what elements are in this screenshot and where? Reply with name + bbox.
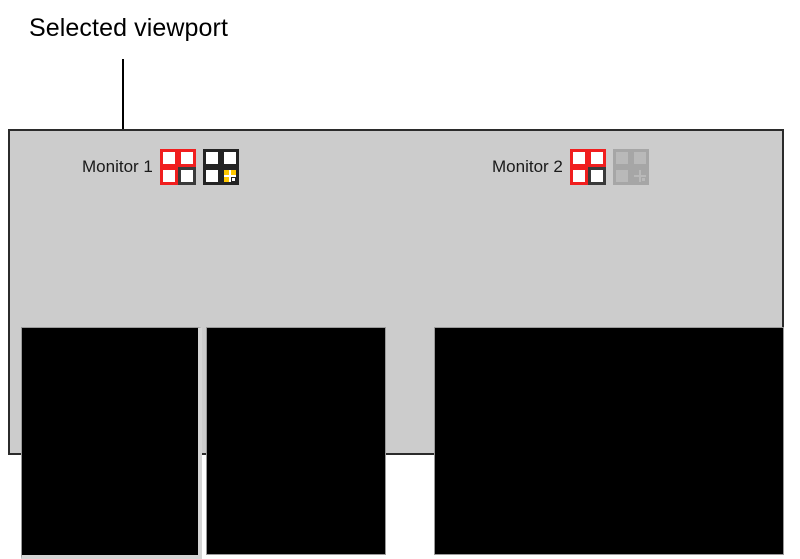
monitor-2-nested-quad-layout-icon-disabled — [612, 149, 649, 185]
quad-cell-bottom-right — [177, 167, 196, 185]
nested-subgrid — [633, 170, 646, 182]
annotation-label: Selected viewport — [29, 14, 229, 42]
nested-cell-top-right — [220, 149, 239, 167]
leader-line-segment-outer — [122, 59, 124, 195]
nested-cell-top-right — [630, 149, 649, 167]
nested-subcell-top-right — [230, 170, 236, 175]
nested-subcell-bottom-left — [223, 177, 229, 182]
nested-subcell-bottom-right — [640, 177, 646, 182]
nested-cell-top-left — [612, 149, 631, 167]
quad-cell-top-left — [569, 149, 588, 167]
viewport-monitor-1-left-selected[interactable] — [21, 327, 202, 559]
nested-subcell-bottom-left — [633, 177, 639, 182]
quad-cell-top-right — [587, 149, 606, 167]
nested-subcell-top-left — [633, 170, 639, 175]
quad-cell-bottom-left — [159, 167, 178, 185]
nested-cell-bottom-left — [612, 167, 631, 185]
monitor-1-label: Monitor 1 — [82, 157, 153, 176]
nested-cell-top-left — [202, 149, 221, 167]
nested-subcell-top-left — [223, 170, 229, 175]
nested-subcell-bottom-right — [230, 177, 236, 182]
nested-subgrid — [223, 170, 236, 182]
monitor-2-label: Monitor 2 — [492, 157, 563, 176]
quad-cell-bottom-right — [587, 167, 606, 185]
monitor-1-nested-quad-layout-icon[interactable] — [202, 149, 239, 185]
viewport-monitor-1-right[interactable] — [206, 327, 386, 555]
quad-cell-bottom-left — [569, 167, 588, 185]
monitor-2-header: Monitor 2 — [492, 149, 649, 185]
monitors-panel: Monitor 1 Monitor 2 — [8, 129, 784, 559]
quad-cell-top-right — [177, 149, 196, 167]
viewport-monitor-2[interactable] — [434, 327, 784, 555]
monitor-1-header: Monitor 1 — [82, 149, 239, 185]
monitor-2-quad-layout-icon[interactable] — [569, 149, 606, 185]
quad-cell-top-left — [159, 149, 178, 167]
monitor-1-quad-layout-icon[interactable] — [159, 149, 196, 185]
nested-cell-bottom-left — [202, 167, 221, 185]
nested-subcell-top-right — [640, 170, 646, 175]
